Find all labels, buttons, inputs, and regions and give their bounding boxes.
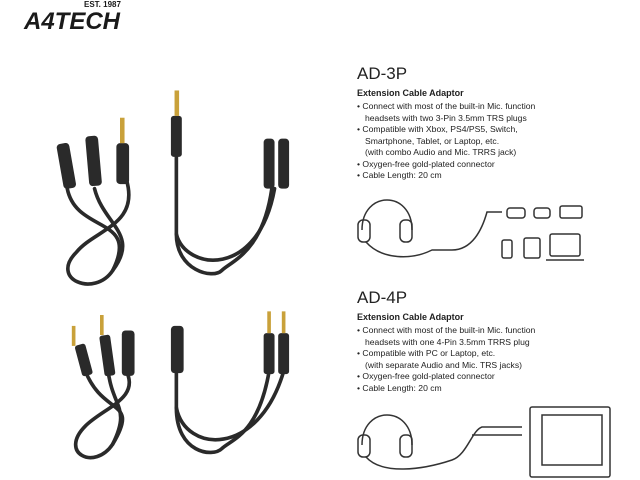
ad-4p-product-image bbox=[71, 311, 290, 460]
brand-logo: A4TECH bbox=[24, 8, 121, 35]
feature-item: • Cable Length: 20 cm bbox=[357, 382, 442, 393]
ad-4p-usage-diagram bbox=[357, 406, 611, 478]
model-name: AD-4P bbox=[357, 288, 408, 307]
ad-3p-usage-diagram bbox=[357, 199, 584, 261]
feature-item: • Oxygen-free gold-plated connector bbox=[357, 371, 495, 381]
product-subtitle: Extension Cable Adaptor bbox=[357, 312, 464, 322]
product-subtitle: Extension Cable Adaptor bbox=[357, 88, 464, 98]
feature-list: • Connect with most of the built-in Mic.… bbox=[357, 101, 632, 182]
feature-item: • Cable Length: 20 cm bbox=[357, 170, 442, 180]
feature-item: • Oxygen-free gold-plated connector bbox=[357, 158, 495, 169]
feature-item: • Connect with most of the built-in Mic.… bbox=[357, 325, 536, 347]
feature-list: • Connect with most of the built-in Mic.… bbox=[357, 325, 632, 394]
product-ad-3p: AD-3P Extension Cable Adaptor • Connect … bbox=[357, 64, 632, 182]
model-name: AD-3P bbox=[357, 64, 408, 83]
ad-3p-product-image bbox=[56, 90, 290, 286]
feature-item: • Connect with most of the built-in Mic.… bbox=[357, 101, 536, 123]
brand-est: EST. 1987 bbox=[84, 0, 121, 9]
feature-item: • Compatible with Xbox, PS4/PS5, Switch,… bbox=[357, 124, 518, 157]
product-ad-4p: AD-4P Extension Cable Adaptor • Connect … bbox=[357, 288, 632, 394]
feature-item: • Compatible with PC or Laptop, etc.(wit… bbox=[357, 348, 522, 370]
